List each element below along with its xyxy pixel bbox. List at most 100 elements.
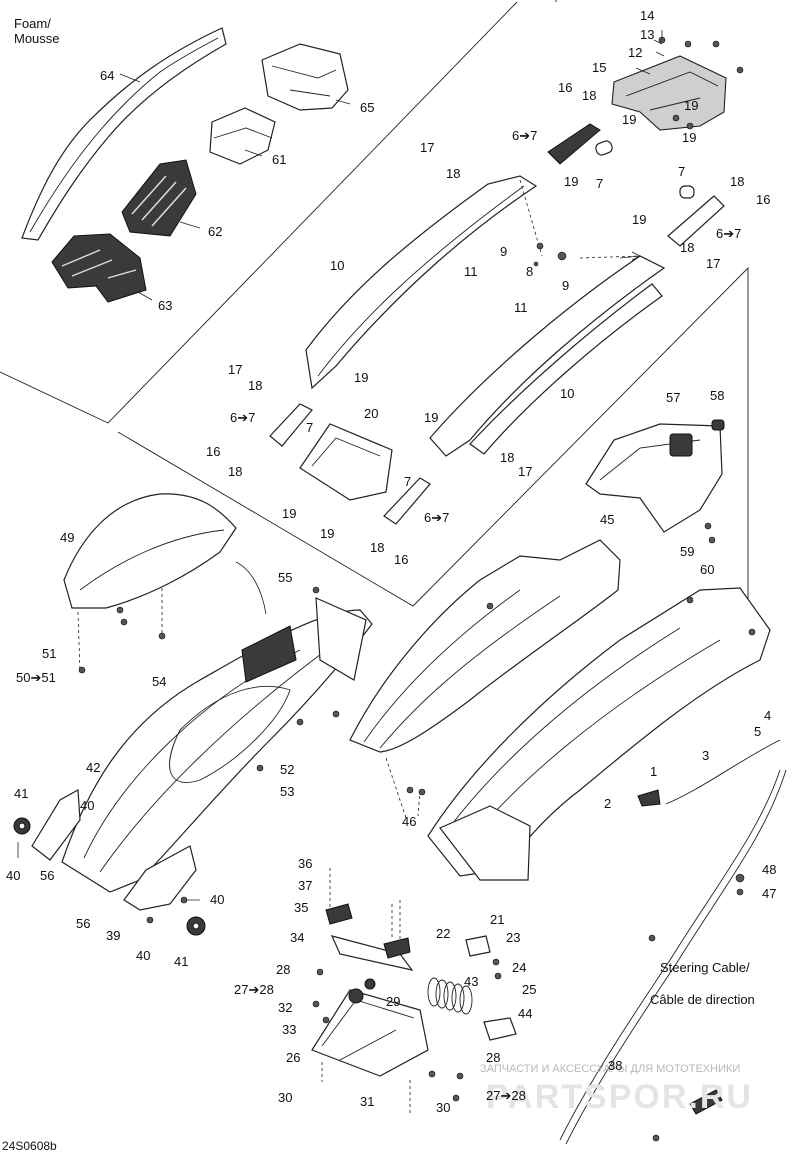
- left-tunnel-group: [13, 586, 373, 936]
- callout-52: 52: [280, 762, 294, 777]
- callout-50-51: 50➔51: [16, 670, 56, 685]
- callout-19e: 19: [354, 370, 368, 385]
- callout-46: 46: [402, 814, 416, 829]
- callout-45: 45: [600, 512, 614, 527]
- callout-19bb: 19: [682, 130, 696, 145]
- steering-cable-group: [559, 739, 787, 1145]
- callout-2: 2: [604, 796, 611, 811]
- spring-43: [427, 977, 473, 1015]
- callout-25: 25: [522, 982, 536, 997]
- callout-18c: 18: [730, 174, 744, 189]
- callout-40b: 40: [6, 868, 20, 883]
- shaft-34: [330, 935, 414, 971]
- callout-48: 48: [762, 862, 776, 877]
- callout-13: 13: [640, 27, 654, 42]
- callout-44: 44: [518, 1006, 532, 1021]
- bracket-42: [31, 789, 81, 861]
- callout-19h: 19: [320, 526, 334, 541]
- callout-38: 38: [608, 1058, 622, 1073]
- watermark-line1: ЗАПЧАСТИ И АКСЕССУАРЫ ДЛЯ МОТОТЕХНИКИ: [480, 1063, 740, 1075]
- callout-30a: 30: [278, 1090, 292, 1105]
- callout-18g: 18: [370, 540, 384, 555]
- callout-9a: 9: [500, 244, 507, 259]
- left-tunnel-54: [61, 609, 373, 893]
- callout-8: 8: [526, 264, 533, 279]
- callout-14: 14: [640, 8, 654, 23]
- callout-51: 51: [42, 646, 56, 661]
- callout-27-28b: 27➔28: [486, 1088, 526, 1103]
- callout-40c: 40: [210, 892, 224, 907]
- callout-18d: 18: [680, 240, 694, 255]
- steering-cable-label-line2: Câble de direction: [650, 992, 755, 1007]
- callout-17d: 17: [518, 464, 532, 479]
- callout-16d: 16: [394, 552, 408, 567]
- callout-11b: 11: [514, 300, 528, 315]
- callout-59: 59: [680, 544, 694, 559]
- callout-67b: 6➔7: [716, 226, 741, 241]
- grip-right: [667, 195, 725, 247]
- callout-56a: 56: [40, 868, 54, 883]
- callout-3: 3: [702, 748, 709, 763]
- steering-cable-label-line1: Steering Cable/: [660, 960, 750, 975]
- callout-41a: 41: [14, 786, 28, 801]
- tube-10-upper: [305, 175, 538, 390]
- callout-49: 49: [60, 530, 74, 545]
- callout-30b: 30: [436, 1100, 450, 1115]
- callout-23: 23: [506, 930, 520, 945]
- callout-35: 35: [294, 900, 308, 915]
- diagram-code: 24S0608b: [2, 1139, 57, 1153]
- callout-17b: 17: [706, 256, 720, 271]
- callout-63: 63: [158, 298, 172, 313]
- callout-18f: 18: [228, 464, 242, 479]
- foam-group: [21, 27, 351, 303]
- callout-10b: 10: [560, 386, 574, 401]
- suspension-group: [311, 868, 517, 1116]
- callout-7d: 7: [404, 474, 411, 489]
- callout-26: 26: [286, 1050, 300, 1065]
- bracket-20: [299, 423, 393, 501]
- callout-55: 55: [278, 570, 292, 585]
- callout-16b: 16: [756, 192, 770, 207]
- rear-bracket-39: [123, 845, 197, 911]
- callout-29: 29: [386, 994, 400, 1009]
- sleeve-44: [483, 1017, 517, 1041]
- foam-strip-64: [21, 27, 227, 241]
- callout-7a: 7: [596, 176, 603, 191]
- tube-10-lower: [469, 283, 663, 455]
- main-tunnel: [427, 587, 771, 877]
- callout-10a: 10: [330, 258, 344, 273]
- callout-47: 47: [762, 886, 776, 901]
- callout-22: 22: [436, 926, 450, 941]
- callout-28a: 28: [276, 962, 290, 977]
- callout-11a: 11: [464, 264, 478, 279]
- callout-9b: 9: [562, 278, 569, 293]
- frame-26: [311, 989, 429, 1077]
- callout-19f: 19: [424, 410, 438, 425]
- callout-40a: 40: [80, 798, 94, 813]
- callout-31: 31: [360, 1094, 374, 1109]
- callout-19a: 19: [684, 98, 698, 113]
- callout-56b: 56: [76, 916, 90, 931]
- callout-7c: 7: [306, 420, 313, 435]
- callout-20: 20: [364, 406, 378, 421]
- grip-upper: [547, 123, 601, 165]
- watermark: ЗАПЧАСТИ И АКСЕССУАРЫ ДЛЯ МОТОТЕХНИКИ PA…: [480, 1063, 751, 1116]
- callout-21: 21: [490, 912, 504, 927]
- callout-54: 54: [152, 674, 166, 689]
- callout-62: 62: [208, 224, 222, 239]
- callout-19b: 19: [622, 112, 636, 127]
- callout-57: 57: [666, 390, 680, 405]
- upper-bracket-group: [611, 30, 744, 131]
- callout-36: 36: [298, 856, 312, 871]
- callout-19g: 19: [282, 506, 296, 521]
- callout-19d: 19: [632, 212, 646, 227]
- callout-15: 15: [592, 60, 606, 75]
- callout-61: 61: [272, 152, 286, 167]
- callout-33: 33: [282, 1022, 296, 1037]
- foam-block-61: [209, 107, 276, 165]
- callout-60: 60: [700, 562, 714, 577]
- foam-block-62: [121, 159, 197, 237]
- foam-block-63: [51, 233, 147, 303]
- callout-67d: 6➔7: [424, 510, 449, 525]
